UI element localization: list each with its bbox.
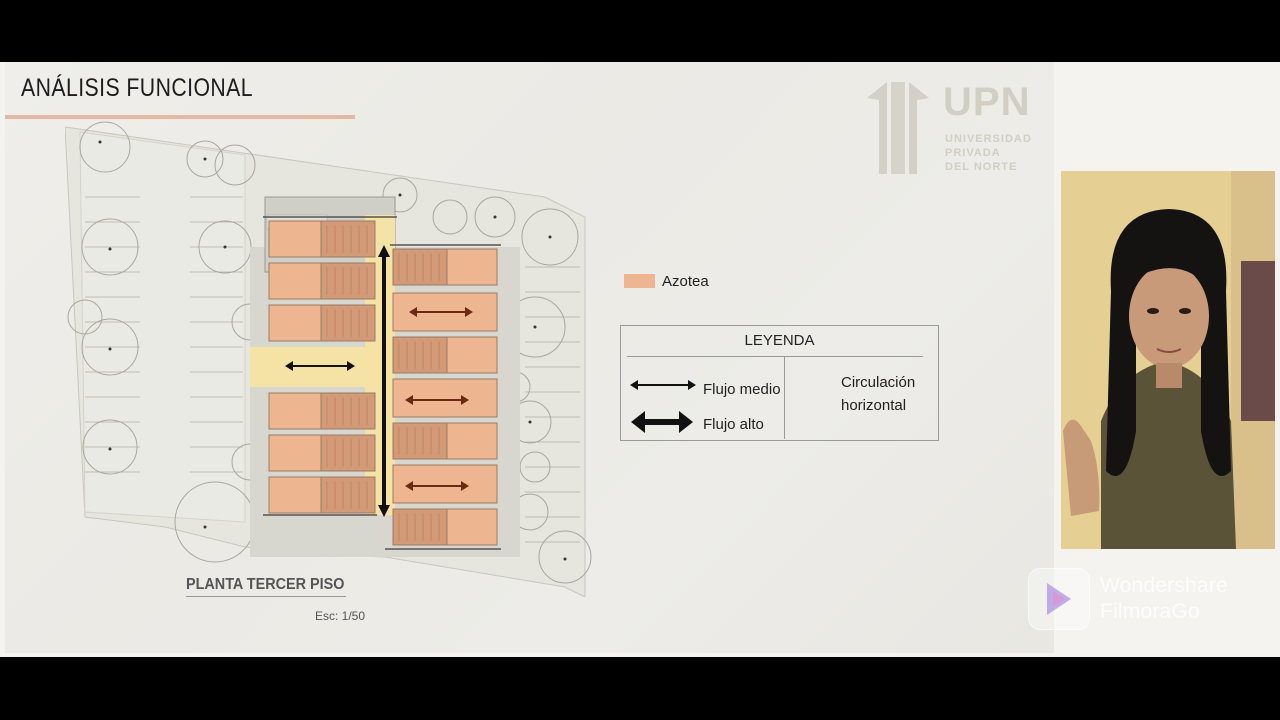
upn-logo: UPN UNIVERSIDAD PRIVADA DEL NORTE [857, 80, 1037, 180]
corridor-flow-arrow [285, 361, 355, 371]
letterbox-bottom [0, 657, 1280, 720]
parking-stripes-right [525, 266, 580, 543]
vertical-flow-arrow [378, 245, 390, 517]
plan-caption: PLANTA TERCER PISO [186, 576, 345, 593]
legend-description: Circulación horizontal [841, 371, 915, 417]
tree-centers [98, 140, 567, 561]
legend-divider-vertical [784, 357, 785, 439]
legend-description-line-2: horizontal [841, 397, 907, 414]
filmorago-watermark: Wondershare FilmoraGo [1028, 568, 1278, 630]
legend-box: LEYENDA Flujo medio Flujo alto Circulaci… [620, 325, 939, 441]
azotea-swatch [624, 274, 655, 288]
legend-flujo-alto: Flujo alto [703, 416, 764, 433]
right-block-units [392, 248, 498, 546]
slide-title: ANÁLISIS FUNCIONAL [21, 74, 254, 102]
logo-line-1: UNIVERSIDAD [945, 133, 1032, 145]
logo-line-2: PRIVADA [945, 147, 1001, 159]
filmorago-logo-icon [1028, 568, 1090, 630]
legend-description-line-1: Circulación [841, 374, 916, 391]
flujo-medio-arrow-icon [630, 380, 696, 390]
unit-flow-arrows [405, 307, 473, 491]
presentation-slide: ANÁLISIS FUNCIONAL UPN UNIVERSIDAD PRIVA… [5, 62, 1054, 653]
slab-lines [263, 216, 501, 550]
unit-hatching [326, 225, 440, 541]
letterbox-top [0, 0, 1280, 62]
legend-divider-horizontal [627, 356, 923, 357]
flujo-alto-arrow-icon [631, 411, 693, 433]
azotea-label: Azotea [662, 273, 709, 290]
parking-left [79, 131, 246, 523]
webcam-feed [1061, 171, 1275, 549]
logo-acronym: UPN [943, 80, 1031, 124]
presenter-image [1061, 171, 1275, 549]
legend-flujo-medio: Flujo medio [703, 381, 781, 398]
legend-title: LEYENDA [744, 332, 815, 349]
plan-caption-underline [186, 596, 346, 597]
logo-line-3: DEL NORTE [945, 161, 1018, 173]
floor-plan [65, 121, 592, 597]
plan-scale: Esc: 1/50 [315, 609, 366, 623]
parking-stripes-left [85, 196, 243, 473]
watermark-line-2: FilmoraGo [1100, 600, 1200, 623]
title-underline [5, 115, 355, 119]
upn-arrow-icon [867, 82, 929, 174]
left-block-units [268, 220, 376, 514]
watermark-line-1: Wondershare [1100, 574, 1228, 597]
